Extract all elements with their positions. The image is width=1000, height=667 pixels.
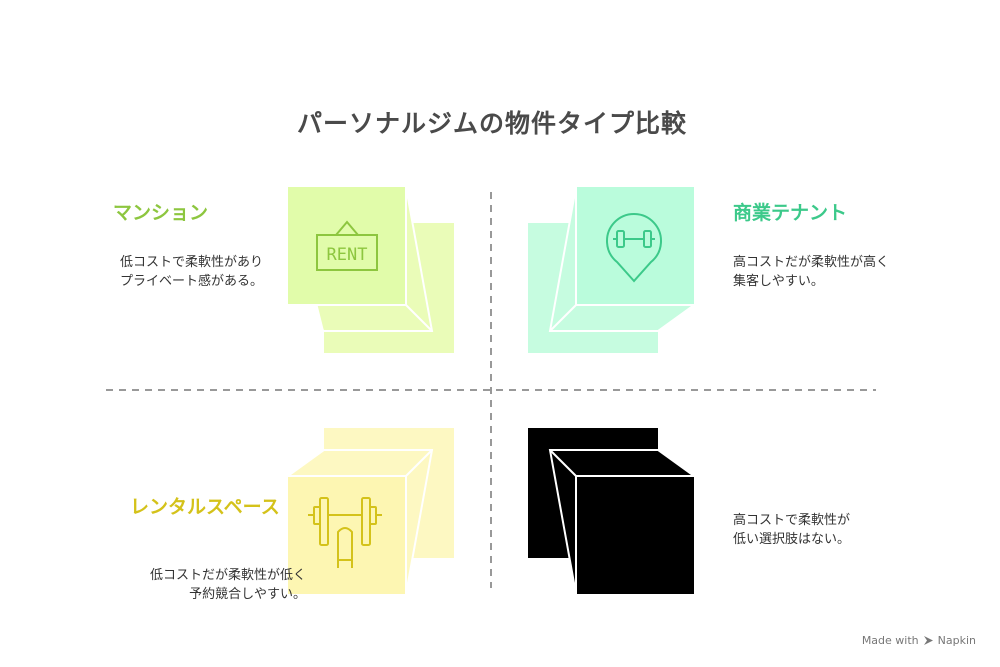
rent-sign-icon: RENT <box>316 220 378 271</box>
napkin-logo-icon <box>923 636 933 645</box>
quadrant-desc-top-left: 低コストで柔軟性があり プライベート感がある。 <box>120 253 263 291</box>
quadrant-title-top-right: 商業テナント <box>733 202 848 224</box>
cube-top-left <box>287 186 454 353</box>
quadrant-title-top-left: マンション <box>113 202 209 224</box>
quadrant-desc-top-right: 高コストだが柔軟性が高く 集客しやすい。 <box>733 253 889 291</box>
desc-line: 集客しやすい。 <box>733 274 824 289</box>
desc-line: 予約競合しやすい。 <box>189 587 306 602</box>
napkin-brand: Napkin <box>937 634 976 647</box>
desc-line: プライベート感がある。 <box>120 274 264 289</box>
cube-bottom-right <box>528 428 695 595</box>
desc-line: 高コストで柔軟性が <box>733 513 851 528</box>
desc-line: 低コストで柔軟性があり <box>120 255 264 270</box>
desc-line: 高コストだが柔軟性が高く <box>733 255 890 270</box>
cube-bottom-left <box>287 428 454 595</box>
dumbbell-pin-icon <box>606 213 662 283</box>
weight-bench-icon <box>308 497 382 568</box>
page-title: パーソナルジムの物件タイプ比較 <box>296 109 687 138</box>
made-with-text: Made with <box>861 634 919 647</box>
quadrant-title-bottom-left: レンタルスペース <box>130 496 280 518</box>
rent-sign-text: RENT <box>327 245 368 265</box>
quadrant-desc-bottom-left: 低コストだが柔軟性が低く 予約競合しやすい。 <box>150 566 306 604</box>
napkin-credit[interactable]: Made with Napkin <box>862 634 976 647</box>
quadrant-desc-bottom-right: 高コストで柔軟性が 低い選択肢はない。 <box>733 511 850 549</box>
desc-line: 低コストだが柔軟性が低く <box>149 568 306 583</box>
desc-line: 低い選択肢はない。 <box>733 532 851 547</box>
cube-top-right <box>528 186 695 353</box>
